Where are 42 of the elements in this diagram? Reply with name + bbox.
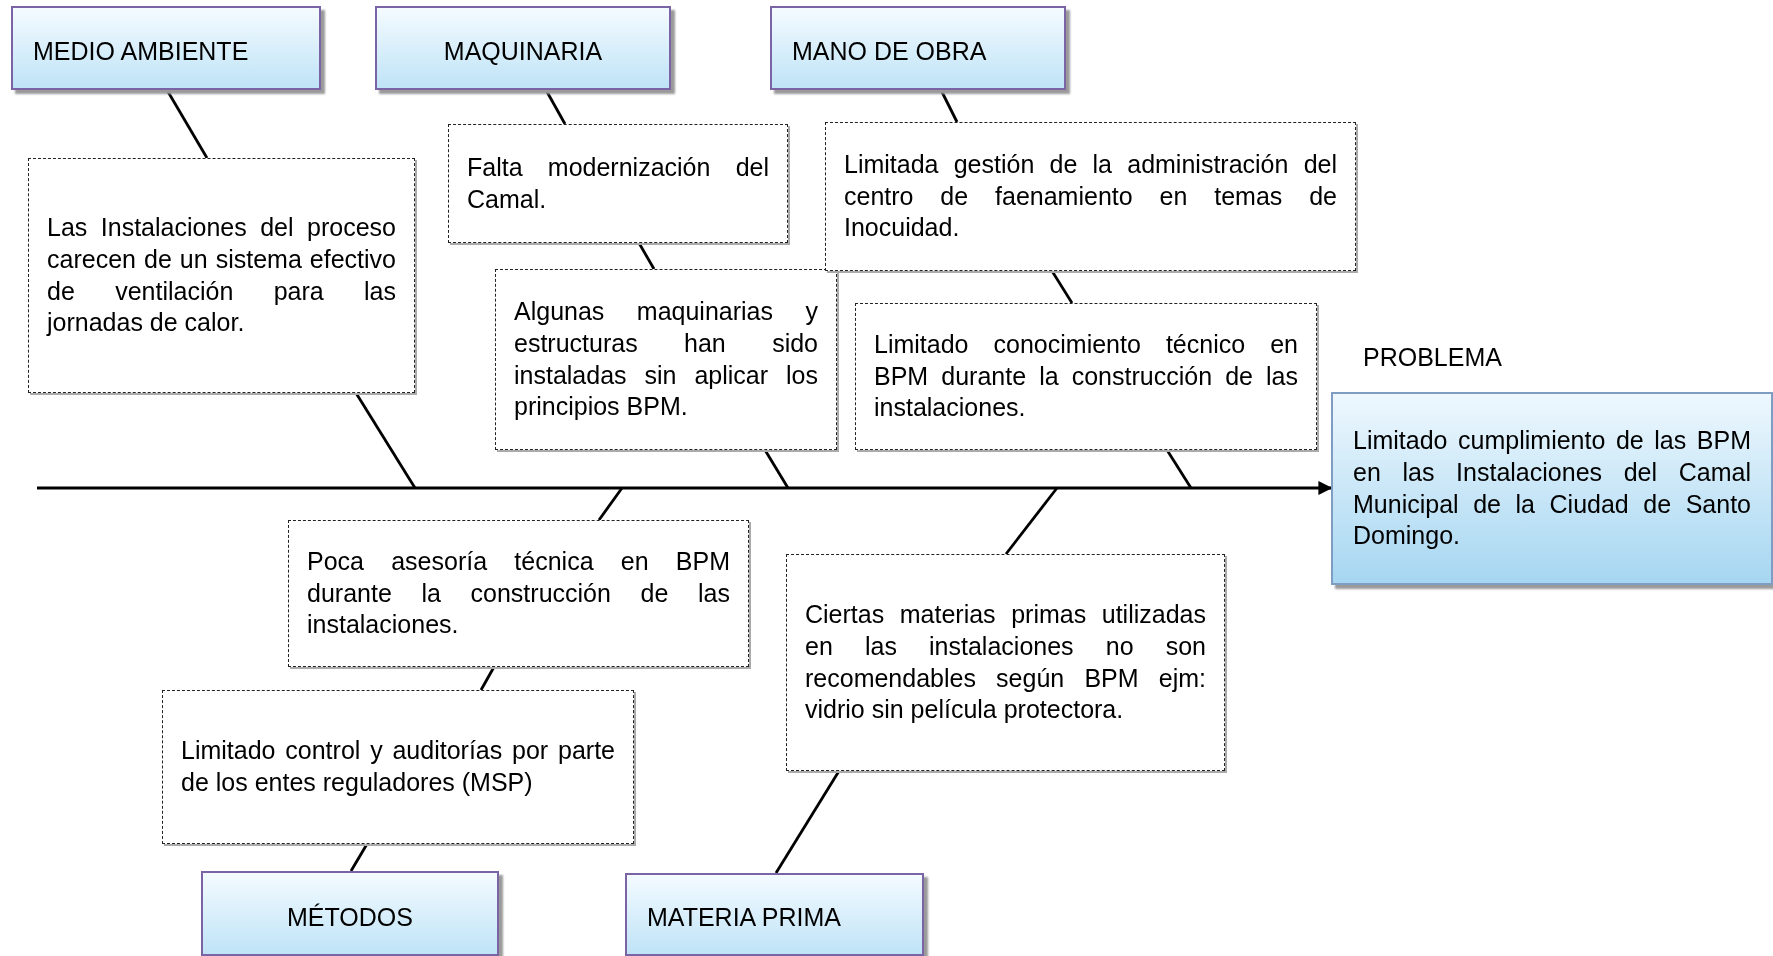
node-text: MATERIA PRIMA (647, 902, 842, 934)
bone-line (774, 770, 841, 874)
bone-line (1165, 449, 1193, 489)
bone-line (165, 89, 209, 159)
category-box (11, 6, 321, 90)
node-text: Falta modernización del Camal. (467, 151, 769, 215)
cause-box (825, 122, 1356, 271)
cause-box (288, 520, 749, 667)
bone-line (637, 242, 656, 270)
category-box (770, 6, 1066, 90)
node-text: Ciertas materias primas utilizadas en las instalaciones no son recomendables según BPM ejm: vidrio sin película protectora. (805, 599, 1206, 726)
cause-box (786, 554, 1225, 771)
category-box (201, 871, 499, 956)
cause-box (448, 124, 788, 243)
node-text: MANO DE OBRA (792, 36, 988, 68)
bone-line (354, 392, 417, 489)
node-text: MÉTODOS (286, 902, 414, 934)
node-text: Limitado cumplimiento de las BPM en las Instalaciones del Camal Municipal de la Ciudad de Santo Domingo. (1353, 425, 1751, 552)
cause-box (495, 269, 837, 450)
category-box (375, 6, 671, 90)
node-text: Algunas maquinarias y estructuras han sido instaladas sin aplicar los principios BPM. (514, 296, 818, 423)
bone-line (544, 89, 567, 125)
node-text: Las Instalaciones del proceso carecen de un sistema efectivo de ventilación para las jornadas de calor. (47, 212, 396, 339)
bone-line (349, 843, 369, 872)
bone-line (763, 449, 790, 489)
node-text: Limitado conocimiento técnico en BPM durante la construcción de las instalaciones. (874, 328, 1298, 424)
node-text: MAQUINARIA (442, 36, 604, 68)
cause-box (28, 158, 415, 393)
node-text: Poca asesoría técnica en BPM durante la construcción de las instalaciones. (307, 545, 730, 641)
spine-arrow (37, 481, 1333, 495)
bone-line (1004, 487, 1059, 555)
bone-line (939, 89, 959, 123)
bone-line (1050, 270, 1074, 304)
bone-line (597, 487, 624, 521)
node-text: Limitado control y auditorías por parte de los entes reguladores (MSP) (181, 735, 615, 798)
bone-line (479, 666, 496, 691)
category-box (625, 873, 924, 956)
cause-box (162, 690, 634, 844)
cause-box (855, 303, 1317, 450)
node-text: MEDIO AMBIENTE (33, 36, 250, 68)
node-text: Limitada gestión de la administración del centro de faenamiento en temas de Inocuidad. (844, 148, 1337, 244)
problem-heading: PROBLEMA (1363, 342, 1502, 373)
